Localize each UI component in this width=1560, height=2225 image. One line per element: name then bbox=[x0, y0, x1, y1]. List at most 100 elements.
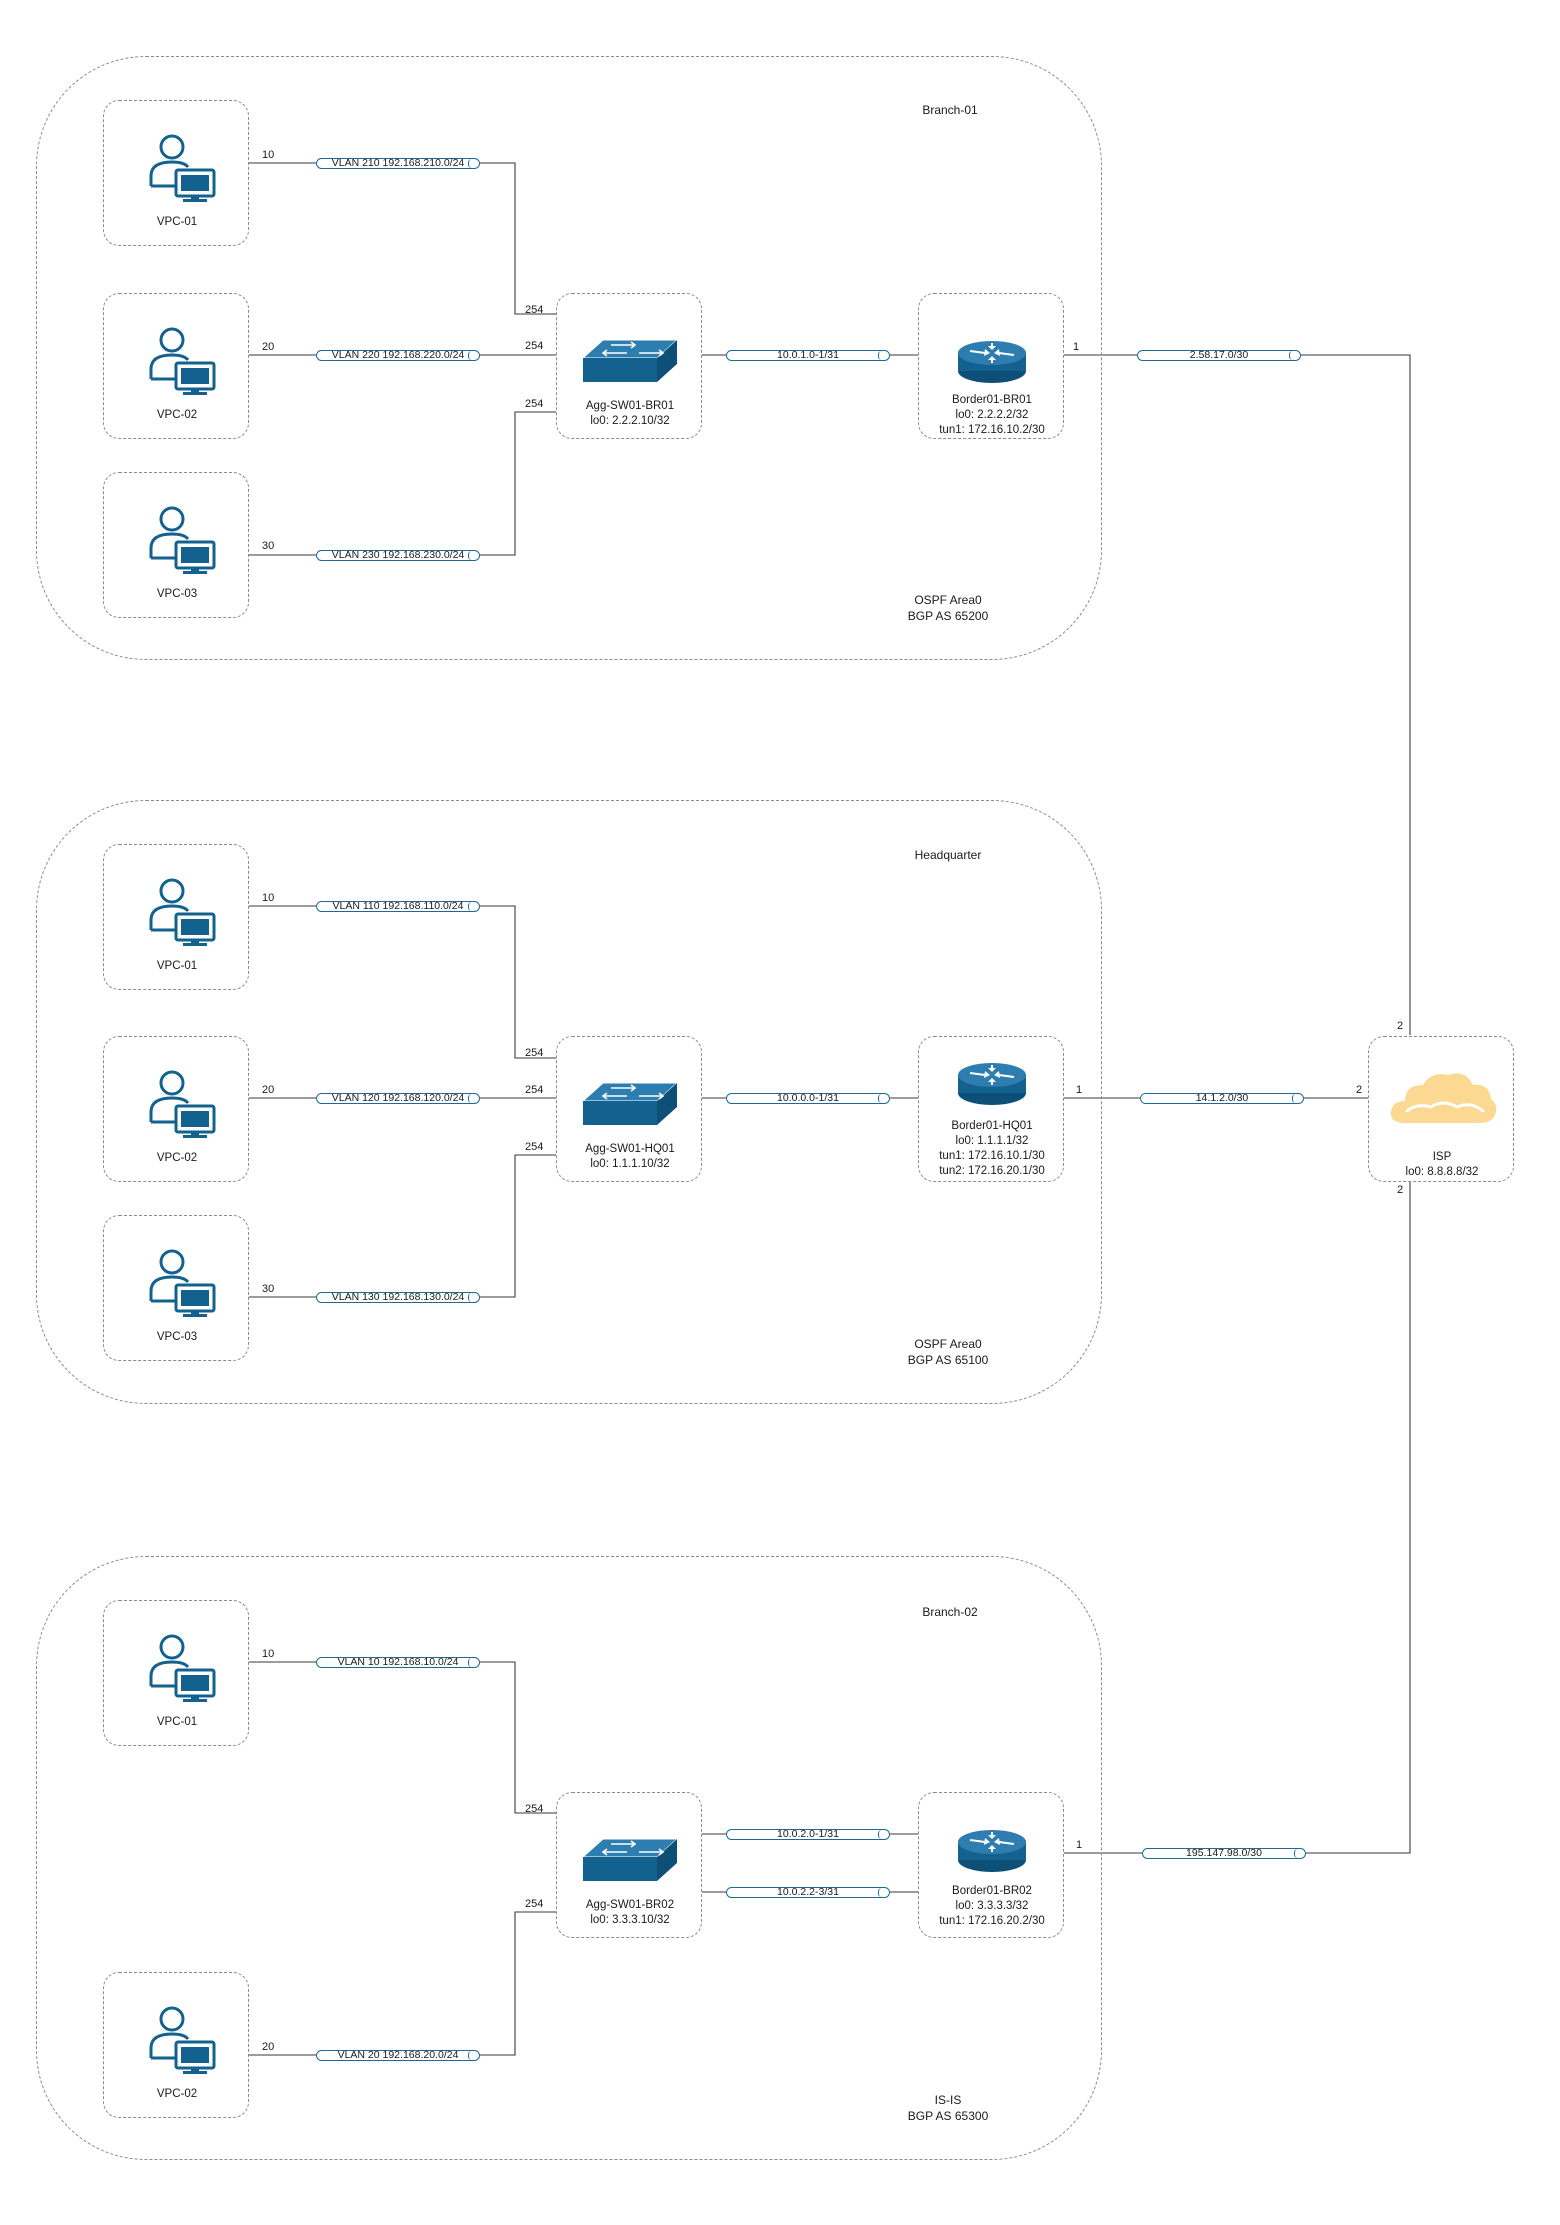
vlan-link[interactable]: VLAN 20 192.168.20.0/24 bbox=[316, 2050, 480, 2061]
port-label: 254 bbox=[525, 1898, 544, 1910]
switch-icon bbox=[582, 1838, 678, 1882]
router-node[interactable]: Border01-HQ01 lo0: 1.1.1.1/32 tun1: 172.… bbox=[918, 1036, 1064, 1182]
router-icon bbox=[957, 1829, 1027, 1873]
router-node[interactable]: Border01-BR01 lo0: 2.2.2.2/32 tun1: 172.… bbox=[918, 293, 1064, 439]
router-icon bbox=[957, 340, 1027, 384]
port-label: 1 bbox=[1076, 1839, 1083, 1851]
user-workstation-icon bbox=[149, 1634, 216, 1704]
port-label: 20 bbox=[262, 341, 275, 353]
router-detail: lo0: 2.2.2.2/32 bbox=[955, 409, 1029, 421]
router-name: Border01-BR02 bbox=[952, 1885, 1032, 1897]
vpc-node[interactable]: VPC-03 bbox=[103, 472, 249, 618]
router-detail: tun1: 172.16.10.1/30 bbox=[939, 1150, 1045, 1162]
vlan-link[interactable]: VLAN 230 192.168.230.0/24 bbox=[316, 550, 480, 561]
switch-loopback: lo0: 2.2.2.10/32 bbox=[590, 415, 670, 427]
router-detail: tun2: 172.16.20.1/30 bbox=[939, 1165, 1045, 1177]
user-workstation-icon bbox=[149, 506, 216, 576]
switch-icon bbox=[582, 1082, 678, 1126]
cloud-icon bbox=[1390, 1073, 1497, 1123]
zone-protocol: IS-IS bbox=[934, 2093, 962, 2107]
vlan-link[interactable]: VLAN 120 192.168.120.0/24 bbox=[316, 1093, 480, 1104]
switch-node[interactable]: Agg-SW01-HQ01 lo0: 1.1.1.10/32 bbox=[556, 1036, 702, 1182]
port-label: 2 bbox=[1397, 1184, 1404, 1196]
router-detail: lo0: 3.3.3.3/32 bbox=[955, 1900, 1029, 1912]
vpc-name: VPC-01 bbox=[156, 216, 198, 228]
vpc-node[interactable]: VPC-01 bbox=[103, 1600, 249, 1746]
zone-protocol: OSPF Area0 bbox=[914, 593, 982, 607]
router-detail: tun1: 172.16.20.2/30 bbox=[939, 1915, 1045, 1927]
vpc-name: VPC-01 bbox=[156, 960, 198, 972]
vlan-link[interactable]: VLAN 130 192.168.130.0/24 bbox=[316, 1292, 480, 1303]
port-label: 1 bbox=[1073, 341, 1080, 353]
vpc-name: VPC-02 bbox=[156, 1152, 198, 1164]
port-label: 10 bbox=[262, 1648, 275, 1660]
zone-title: Branch-01 bbox=[922, 103, 978, 117]
zone-headquarter bbox=[36, 800, 1102, 1404]
uplink-link[interactable]: 10.0.0.0-1/31 bbox=[726, 1093, 890, 1104]
isp-name: ISP bbox=[1432, 1151, 1452, 1163]
vpc-node[interactable]: VPC-01 bbox=[103, 100, 249, 246]
vpc-name: VPC-02 bbox=[156, 409, 198, 421]
zone-bgp: BGP AS 65200 bbox=[907, 609, 989, 623]
user-workstation-icon bbox=[149, 327, 216, 397]
port-label: 2 bbox=[1397, 1020, 1404, 1032]
port-label: 254 bbox=[525, 1084, 544, 1096]
port-label: 30 bbox=[262, 540, 275, 552]
port-label: 254 bbox=[525, 398, 544, 410]
isp-link[interactable]: 2.58.17.0/30 bbox=[1137, 350, 1301, 361]
router-node[interactable]: Border01-BR02 lo0: 3.3.3.3/32 tun1: 172.… bbox=[918, 1792, 1064, 1938]
port-label: 10 bbox=[262, 149, 275, 161]
user-workstation-icon bbox=[149, 1249, 216, 1319]
vlan-link[interactable]: VLAN 10 192.168.10.0/24 bbox=[316, 1657, 480, 1668]
router-name: Border01-BR01 bbox=[952, 394, 1032, 406]
switch-node[interactable]: Agg-SW01-BR02 lo0: 3.3.3.10/32 bbox=[556, 1792, 702, 1938]
vpc-node[interactable]: VPC-03 bbox=[103, 1215, 249, 1361]
vpc-node[interactable]: VPC-02 bbox=[103, 1972, 249, 2118]
port-label: 1 bbox=[1076, 1084, 1083, 1096]
vlan-link[interactable]: VLAN 110 192.168.110.0/24 bbox=[316, 901, 480, 912]
port-label: 10 bbox=[262, 892, 275, 904]
zone-protocol: OSPF Area0 bbox=[914, 1337, 982, 1351]
port-label: 2 bbox=[1356, 1084, 1363, 1096]
zone-bgp: BGP AS 65300 bbox=[907, 2109, 989, 2123]
user-workstation-icon bbox=[149, 1070, 216, 1140]
vlan-link[interactable]: VLAN 210 192.168.210.0/24 bbox=[316, 158, 480, 169]
uplink-link[interactable]: 10.0.2.2-3/31 bbox=[726, 1887, 890, 1898]
zone-bgp: BGP AS 65100 bbox=[907, 1353, 989, 1367]
vpc-node[interactable]: VPC-02 bbox=[103, 1036, 249, 1182]
zone-title: Branch-02 bbox=[922, 1605, 978, 1619]
vpc-node[interactable]: VPC-02 bbox=[103, 293, 249, 439]
isp-link[interactable]: 14.1.2.0/30 bbox=[1140, 1093, 1304, 1104]
switch-loopback: lo0: 1.1.1.10/32 bbox=[590, 1158, 670, 1170]
vpc-node[interactable]: VPC-01 bbox=[103, 844, 249, 990]
router-detail: lo0: 1.1.1.1/32 bbox=[955, 1135, 1029, 1147]
uplink-link[interactable]: 10.0.2.0-1/31 bbox=[726, 1829, 890, 1840]
switch-loopback: lo0: 3.3.3.10/32 bbox=[590, 1914, 670, 1926]
port-label: 254 bbox=[525, 1803, 544, 1815]
switch-name: Agg-SW01-HQ01 bbox=[585, 1143, 675, 1155]
switch-name: Agg-SW01-BR01 bbox=[585, 400, 675, 412]
zone-branch-02 bbox=[36, 1556, 1102, 2160]
port-label: 254 bbox=[525, 340, 544, 352]
user-workstation-icon bbox=[149, 2006, 216, 2076]
vpc-name: VPC-03 bbox=[156, 588, 198, 600]
router-icon bbox=[957, 1062, 1027, 1106]
port-label: 30 bbox=[262, 1283, 275, 1295]
isp-loopback: lo0: 8.8.8.8/32 bbox=[1405, 1166, 1479, 1178]
port-label: 254 bbox=[525, 304, 544, 316]
zone-title: Headquarter bbox=[914, 848, 982, 862]
switch-name: Agg-SW01-BR02 bbox=[585, 1899, 675, 1911]
zone-branch-01 bbox=[36, 56, 1102, 660]
port-label: 254 bbox=[525, 1047, 544, 1059]
switch-icon bbox=[582, 339, 678, 383]
vpc-name: VPC-03 bbox=[156, 1331, 198, 1343]
switch-node[interactable]: Agg-SW01-BR01 lo0: 2.2.2.10/32 bbox=[556, 293, 702, 439]
user-workstation-icon bbox=[149, 878, 216, 948]
isp-node[interactable]: ISP lo0: 8.8.8.8/32 bbox=[1368, 1036, 1514, 1182]
vpc-name: VPC-02 bbox=[156, 2088, 198, 2100]
port-label: 20 bbox=[262, 1084, 275, 1096]
uplink-link[interactable]: 10.0.1.0-1/31 bbox=[726, 350, 890, 361]
vpc-name: VPC-01 bbox=[156, 1716, 198, 1728]
vlan-link[interactable]: VLAN 220 192.168.220.0/24 bbox=[316, 350, 480, 361]
isp-link[interactable]: 195.147.98.0/30 bbox=[1142, 1848, 1306, 1859]
